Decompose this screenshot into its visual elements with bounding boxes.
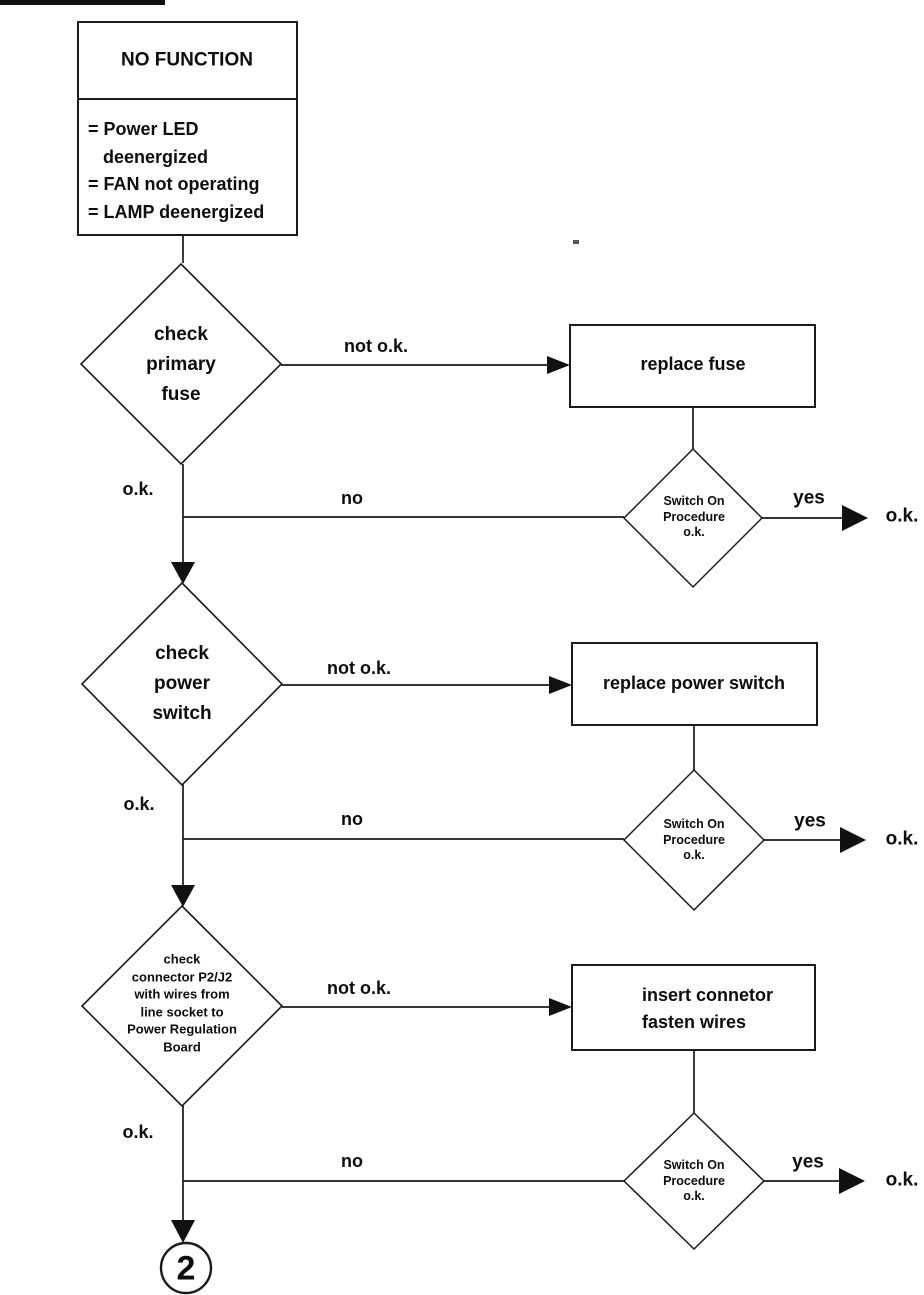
result-ok-label-row2: o.k. [885,828,919,850]
decision-diamond-primary-fuse [79,262,283,466]
action-box-replace-fuse [569,324,816,408]
not-ok-label-row3: not o.k. [327,978,391,999]
not-ok-label-row2: not o.k. [327,658,391,679]
no-label-row1: no [341,488,363,509]
arrowhead-right-icon [840,827,866,853]
verify-label-row1: Switch On Procedure o.k. [663,493,725,539]
verify-diamond-row3 [622,1111,766,1251]
result-ok-label-row3: o.k. [885,1169,919,1191]
yes-label-row3: yes [792,1151,824,1173]
arrowhead-down-icon [171,1220,195,1243]
arrowhead-right-icon [839,1168,865,1194]
offpage-connector-circle [159,1241,213,1295]
no-label-row3: no [341,1151,363,1172]
verify-diamond-row2 [622,768,766,912]
decision-diamond-connector [80,904,284,1108]
scan-artifact-speck [573,240,579,244]
verify-diamond-row1 [622,447,764,589]
verify-label-row2: Switch On Procedure o.k. [663,816,725,862]
action-label-row3: insert connetor fasten wires [642,985,774,1032]
arrowhead-down-icon [171,562,195,584]
decision-label-row3: check connector P2/J2 with wires from li… [127,951,237,1055]
ok-label-row3: o.k. [122,1122,154,1143]
action-label-row1: replace fuse [640,354,746,375]
decision-label-row1: check primary fuse [146,324,216,405]
verify-label-row3: Switch On Procedure o.k. [663,1157,725,1203]
scan-artifact-bar [0,0,165,5]
arrowhead-right-icon [547,356,570,374]
arrowhead-right-icon [549,676,572,694]
not-ok-label-row1: not o.k. [344,336,408,357]
ok-label-row2: o.k. [123,794,155,815]
decision-diamond-power-switch [80,581,284,787]
start-box [77,21,298,236]
yes-label-row1: yes [793,487,825,509]
symptom-list: = Power LED deenergized = FAN not operat… [88,119,265,222]
action-label-row2: replace power switch [602,673,786,694]
no-label-row2: no [341,809,363,830]
decision-label-row2: check power switch [152,643,212,724]
start-title: NO FUNCTION [121,49,253,71]
arrowhead-right-icon [842,505,868,531]
action-box-insert-connector [571,964,816,1051]
arrowhead-right-icon [549,998,572,1016]
result-ok-label-row1: o.k. [885,505,919,527]
yes-label-row2: yes [794,810,826,832]
arrowhead-down-icon [171,885,195,907]
action-box-replace-power-switch [571,642,818,726]
offpage-connector-number: 2 [176,1249,196,1288]
ok-label-row1: o.k. [122,479,154,500]
